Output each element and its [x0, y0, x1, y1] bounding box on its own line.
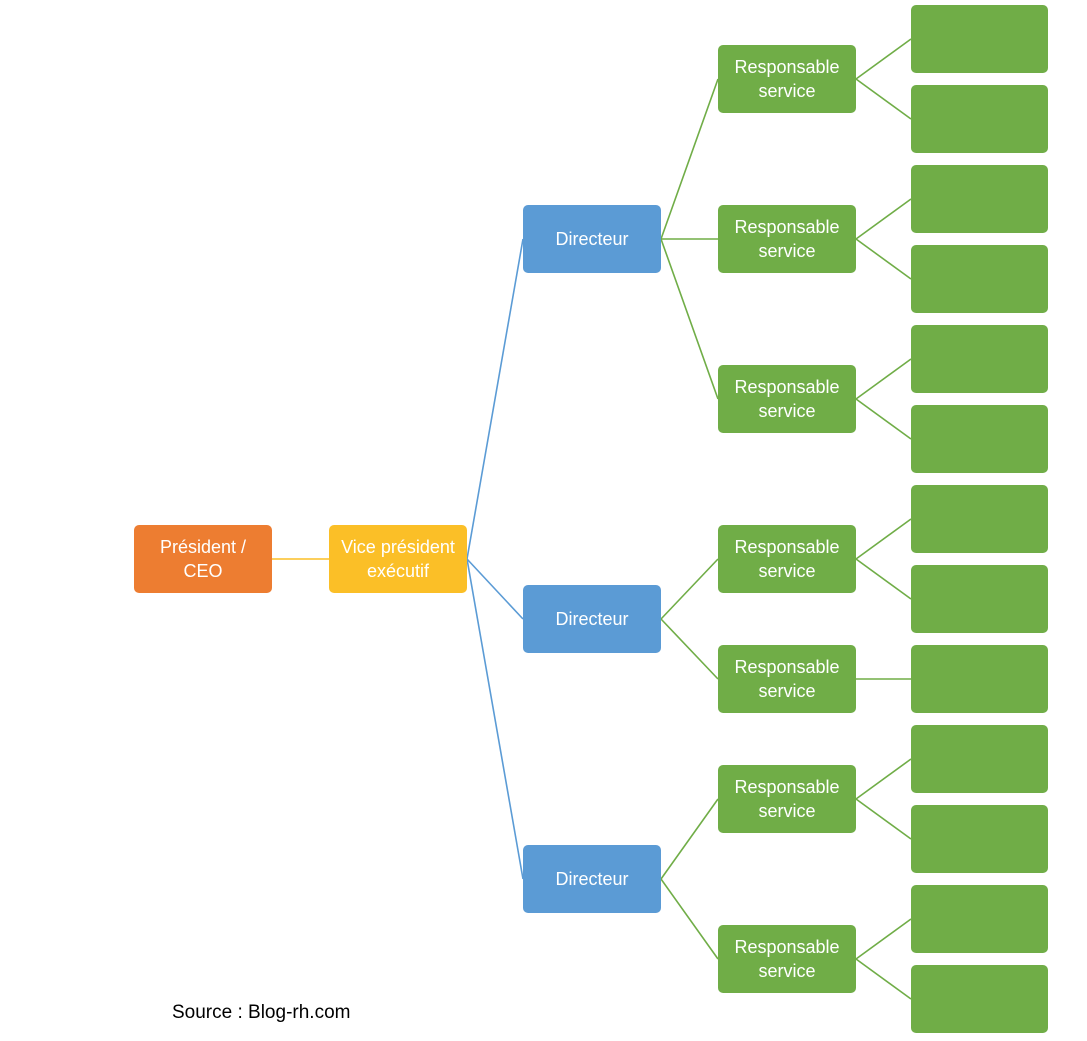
- leaf-box: [911, 405, 1048, 473]
- leaf-box: [911, 725, 1048, 793]
- responsable-1-connector-1: [855, 38, 912, 80]
- responsable-6-connector: [660, 798, 719, 880]
- responsable-7-connector-2: [855, 958, 912, 1000]
- responsable-7-box: Responsable service: [718, 925, 856, 993]
- responsable-3-label: Responsable: [734, 377, 839, 397]
- directeur-1-shape: [523, 205, 661, 273]
- source-caption: Source : Blog-rh.com: [172, 1002, 351, 1023]
- responsable-1-box: Responsable service: [718, 45, 856, 113]
- responsable-6-connector-1: [855, 758, 912, 800]
- responsable-5-shape: [718, 645, 856, 713]
- responsable-5-box: Responsable service: [718, 645, 856, 713]
- leaf-box: [911, 165, 1048, 233]
- responsable-1-connector: [660, 78, 719, 240]
- responsable-1-label: service: [758, 81, 815, 101]
- responsable-6-label: Responsable: [734, 777, 839, 797]
- vice-president-box: Vice président exécutif: [329, 525, 467, 593]
- leaf-box: [911, 485, 1048, 553]
- leaf-box: [911, 885, 1048, 953]
- leaf-box: [911, 805, 1048, 873]
- directeur-2-connector: [466, 558, 524, 620]
- leaf-box: [911, 85, 1048, 153]
- responsable-6-label: service: [758, 801, 815, 821]
- vice-president-label: exécutif: [367, 561, 430, 581]
- leaf-box: [911, 325, 1048, 393]
- responsable-4-label: service: [758, 561, 815, 581]
- responsable-2-label: Responsable: [734, 217, 839, 237]
- directeur-1-label: Directeur: [555, 229, 628, 249]
- directeur-3-connector: [466, 558, 524, 880]
- leaf-box: [911, 565, 1048, 633]
- responsable-7-label: service: [758, 961, 815, 981]
- directeur-2-label: Directeur: [555, 609, 628, 629]
- leaf-box: [911, 965, 1048, 1033]
- leaf-box: [911, 245, 1048, 313]
- responsable-4-box: Responsable service: [718, 525, 856, 593]
- responsable-4-connector-1: [855, 518, 912, 560]
- vice-president-shape: [329, 525, 467, 593]
- responsable-4-shape: [718, 525, 856, 593]
- president-box: Président / CEO: [134, 525, 272, 593]
- responsable-2-shape: [718, 205, 856, 273]
- responsable-1-connector-2: [855, 78, 912, 120]
- directeur-3-shape: [523, 845, 661, 913]
- directeur-2-shape: [523, 585, 661, 653]
- responsable-3-shape: [718, 365, 856, 433]
- president-label: CEO: [183, 561, 222, 581]
- responsable-6-box: Responsable service: [718, 765, 856, 833]
- president-label: Président /: [160, 537, 246, 557]
- responsable-6-connector-2: [855, 798, 912, 840]
- president-shape: [134, 525, 272, 593]
- directeur-2-box: Directeur: [523, 585, 661, 653]
- responsable-1-label: Responsable: [734, 57, 839, 77]
- responsable-5-connector: [660, 618, 719, 680]
- responsable-2-label: service: [758, 241, 815, 261]
- responsable-3-connector-1: [855, 358, 912, 400]
- responsable-5-label: Responsable: [734, 657, 839, 677]
- leaf-box: [911, 645, 1048, 713]
- responsable-3-label: service: [758, 401, 815, 421]
- responsable-3-box: Responsable service: [718, 365, 856, 433]
- responsable-2-connector-2: [855, 238, 912, 280]
- directeur-3-label: Directeur: [555, 869, 628, 889]
- responsable-3-connector-2: [855, 398, 912, 440]
- responsable-7-label: Responsable: [734, 937, 839, 957]
- responsable-7-connector-1: [855, 918, 912, 960]
- responsable-7-connector: [660, 878, 719, 960]
- connector-lines: [272, 38, 912, 1000]
- leaf-box: [911, 5, 1048, 73]
- vice-president-label: Vice président: [341, 537, 455, 557]
- responsable-3-connector: [660, 238, 719, 400]
- responsable-6-shape: [718, 765, 856, 833]
- directeur-1-connector: [466, 238, 524, 560]
- responsable-5-label: service: [758, 681, 815, 701]
- responsable-4-label: Responsable: [734, 537, 839, 557]
- responsable-2-connector-1: [855, 198, 912, 240]
- directeur-3-box: Directeur: [523, 845, 661, 913]
- directeur-1-box: Directeur: [523, 205, 661, 273]
- responsable-1-shape: [718, 45, 856, 113]
- responsable-4-connector: [660, 558, 719, 620]
- responsable-7-shape: [718, 925, 856, 993]
- responsable-2-box: Responsable service: [718, 205, 856, 273]
- responsable-4-connector-2: [855, 558, 912, 600]
